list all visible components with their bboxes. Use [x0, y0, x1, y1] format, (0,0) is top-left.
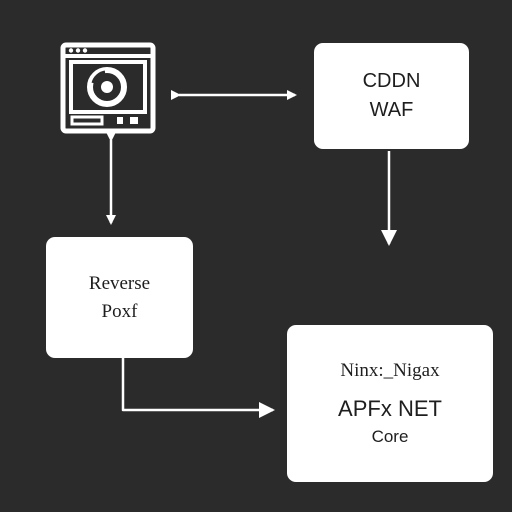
cdn-label: CDDN [362, 70, 421, 92]
reverse-label: Reverse [88, 272, 151, 294]
waf-label: WAF [369, 99, 414, 121]
cdn-waf-box: CDDN WAF [314, 43, 469, 149]
app-server-box: Ninx:_Nigax APFx NET Core [287, 325, 493, 482]
browser-window-with-disc-icon [60, 42, 156, 134]
proxy-label: Poxf [101, 300, 138, 322]
proxy-app-arrow [121, 358, 275, 418]
reverse-proxy-box: Reverse Poxf [46, 237, 193, 358]
core-label: Core [371, 426, 409, 446]
nginx-label: Ninx:_Nigax [340, 360, 440, 382]
aspnet-label: APFx NET [338, 396, 442, 421]
